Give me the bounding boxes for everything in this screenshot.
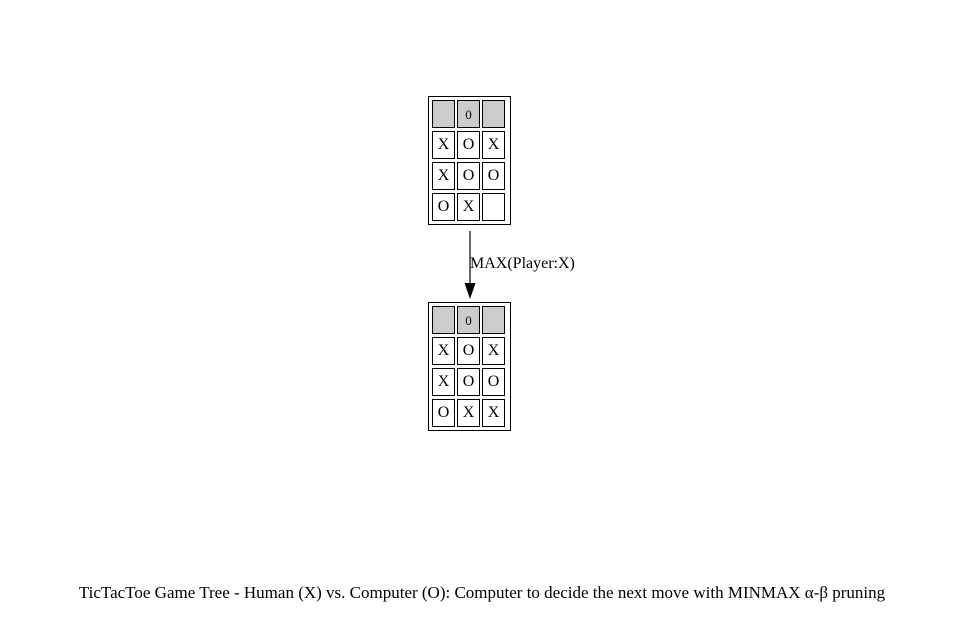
tictactoe-board: 0 X O X X O O O X X (432, 306, 505, 427)
board-cell: X (482, 131, 505, 159)
game-tree-node-root: 0 X O X X O O O X (428, 96, 511, 225)
board-cell: O (457, 368, 480, 396)
node-header-cell (432, 306, 455, 334)
game-tree-node-child: 0 X O X X O O O X X (428, 302, 511, 431)
board-cell: O (432, 193, 455, 221)
board-cell: O (457, 337, 480, 365)
node-header-cell (482, 306, 505, 334)
board-cell: O (457, 162, 480, 190)
board-cell (482, 193, 505, 221)
tictactoe-board: 0 X O X X O O O X (432, 100, 505, 221)
board-cell: X (432, 368, 455, 396)
arrowhead-icon (464, 283, 476, 299)
board-cell: X (482, 399, 505, 427)
diagram-caption: TicTacToe Game Tree - Human (X) vs. Comp… (78, 583, 886, 602)
board-cell: X (457, 193, 480, 221)
board-cell: O (482, 162, 505, 190)
node-score-cell: 0 (457, 100, 480, 128)
node-header-cell (432, 100, 455, 128)
node-score-cell: 0 (457, 306, 480, 334)
board-cell: O (432, 399, 455, 427)
board-cell: O (482, 368, 505, 396)
board-cell: X (457, 399, 480, 427)
board-cell: O (457, 131, 480, 159)
node-header-cell (482, 100, 505, 128)
board-cell: X (432, 337, 455, 365)
edge-label: MAX(Player:X) (470, 255, 575, 272)
board-cell: X (432, 131, 455, 159)
board-cell: X (432, 162, 455, 190)
board-cell: X (482, 337, 505, 365)
